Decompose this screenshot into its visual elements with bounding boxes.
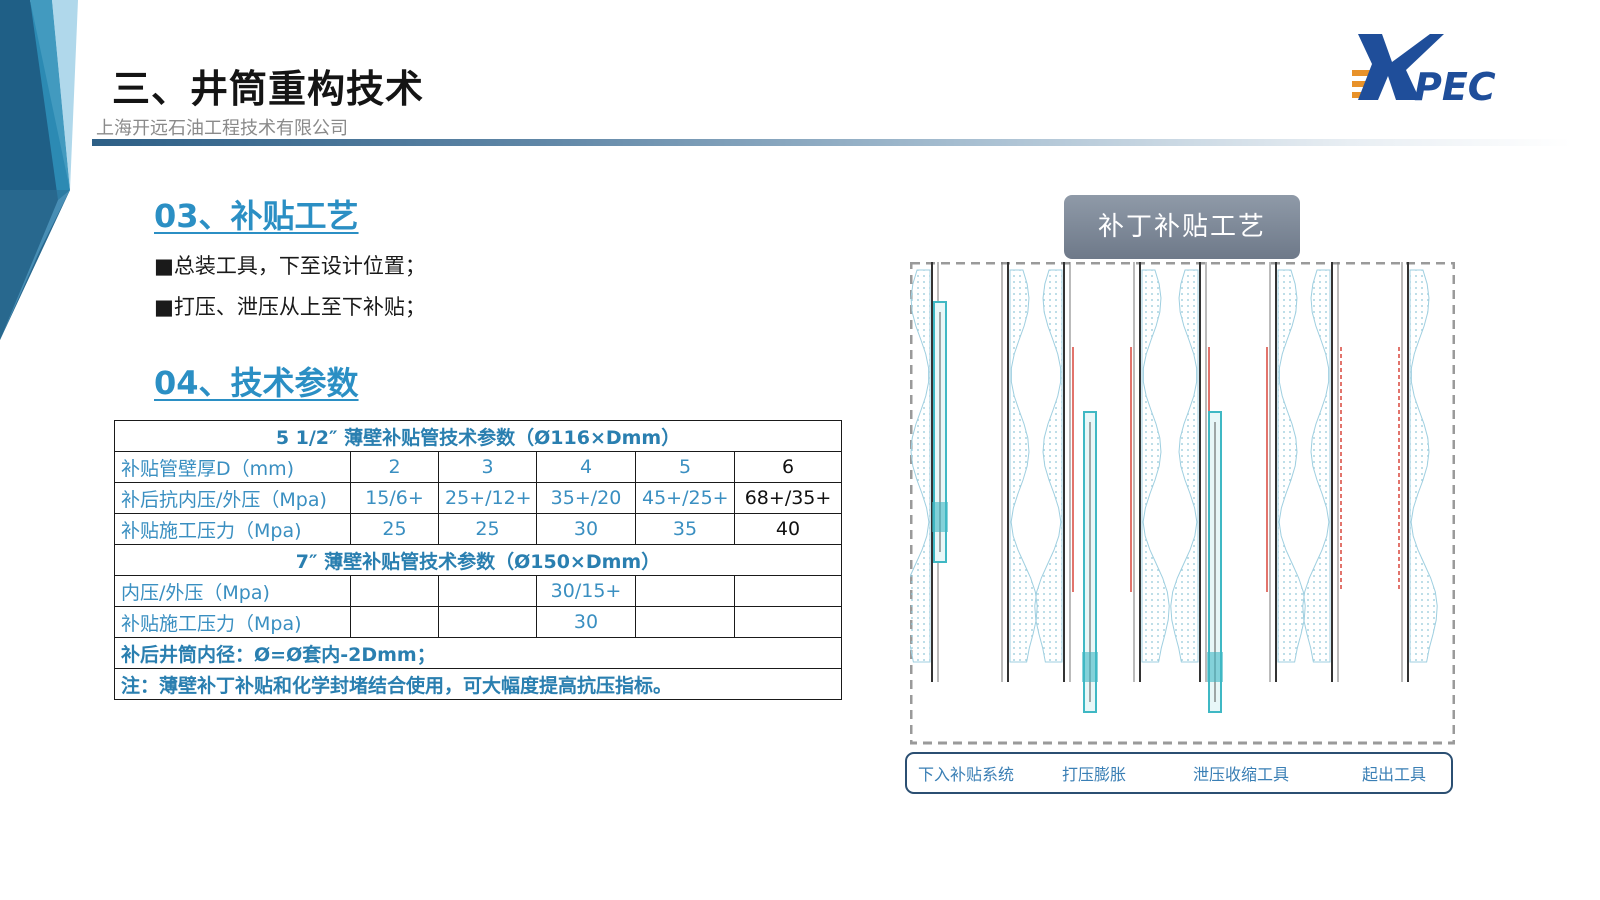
- table-cell: [350, 606, 439, 638]
- table-note-row: 注：薄壁补丁补贴和化学封堵结合使用，可大幅度提高抗压指标。: [113, 668, 843, 700]
- bullet-item: ■总装工具，下至设计位置；: [154, 254, 426, 278]
- tool-anchor: [1207, 652, 1223, 682]
- table-cell: 25: [350, 513, 439, 545]
- table-cell: [438, 575, 537, 607]
- section-04-heading: 04、技术参数: [154, 364, 359, 402]
- formation-left: [1034, 269, 1063, 663]
- table-note-row: 补后井筒内径：Ø=Ø套内-2Dmm；: [113, 637, 843, 669]
- table-note: 补后井筒内径：Ø=Ø套内-2Dmm；: [113, 637, 843, 669]
- table-title-row: 5 1/2″ 薄壁补贴管技术参数（Ø116×Dmm）: [113, 420, 843, 452]
- table-cell: [733, 575, 843, 607]
- table-cell: [635, 575, 735, 607]
- logo-text: PEC: [1414, 65, 1496, 109]
- left-decoration: [0, 0, 78, 340]
- table-cell: 3: [438, 451, 537, 483]
- table-title: 7″ 薄壁补贴管技术参数（Ø150×Dmm）: [113, 544, 843, 576]
- process-steps-box: [905, 752, 1453, 794]
- table-cell: 30/15+: [536, 575, 636, 607]
- table-cell: 15/6+: [350, 482, 439, 514]
- table-note: 注：薄壁补丁补贴和化学封堵结合使用，可大幅度提高抗压指标。: [113, 668, 843, 700]
- step-label: 泄压收缩工具: [1193, 765, 1290, 784]
- row-label: 补贴施工压力（Mpa): [114, 513, 351, 545]
- company-logo: PEC: [1352, 34, 1496, 109]
- table-cell: [438, 606, 537, 638]
- page-title: 三、井筒重构技术: [112, 67, 425, 111]
- patch-process-diagram: [910, 262, 1455, 745]
- table-row: 补贴管壁厚D（mm) 2 3 4 5 6: [114, 451, 843, 483]
- company-name: 上海开远石油工程技术有限公司: [96, 118, 348, 139]
- table-title-row: 7″ 薄壁补贴管技术参数（Ø150×Dmm）: [113, 544, 843, 576]
- row-label: 补贴施工压力（Mpa): [114, 606, 351, 638]
- formation-right: [1409, 269, 1438, 663]
- table-cell: 2: [350, 451, 439, 483]
- bullet-item: ■打压、泄压从上至下补贴；: [154, 295, 426, 319]
- table-cell: 25+/12+: [438, 482, 537, 514]
- formation-left: [910, 269, 931, 663]
- header-rule: [92, 139, 1572, 146]
- section-03-heading: 03、补贴工艺: [154, 197, 359, 235]
- tool-anchor: [1082, 652, 1098, 682]
- step-label: 下入补贴系统: [918, 765, 1015, 784]
- table-cell: 5: [635, 451, 735, 483]
- formation-right: [1141, 269, 1170, 663]
- process-title-button[interactable]: 补丁补贴工艺: [1064, 195, 1300, 259]
- table-cell: 68+/35+: [733, 482, 843, 514]
- table-cell: [635, 606, 735, 638]
- wellbore-panels: [910, 262, 1438, 713]
- table-cell: 35+/20: [536, 482, 636, 514]
- table-row: 补后抗内压/外压（Mpa) 15/6+ 25+/12+ 35+/20 45+/2…: [114, 482, 843, 514]
- table-row: 内压/外压（Mpa) 30/15+: [114, 575, 843, 607]
- formation-right: [1277, 269, 1306, 663]
- formation-left: [1302, 269, 1331, 663]
- formation-left: [1170, 269, 1199, 663]
- parameters-table: 5 1/2″ 薄壁补贴管技术参数（Ø116×Dmm） 补贴管壁厚D（mm) 2 …: [113, 420, 843, 700]
- table-title: 5 1/2″ 薄壁补贴管技术参数（Ø116×Dmm）: [113, 420, 843, 452]
- row-label: 补贴管壁厚D（mm): [114, 451, 351, 483]
- table-cell: 35: [635, 513, 735, 545]
- table-cell: 4: [536, 451, 636, 483]
- row-label: 内压/外压（Mpa): [114, 575, 351, 607]
- diagram-dashed-frame: [910, 262, 1455, 745]
- table-cell: 6: [733, 451, 843, 483]
- table-cell: 30: [536, 513, 636, 545]
- table-cell: [350, 575, 439, 607]
- tool-anchor: [932, 502, 948, 532]
- table-row: 补贴施工压力（Mpa) 25 25 30 35 40: [114, 513, 843, 545]
- table-row: 补贴施工压力（Mpa) 30: [114, 606, 843, 638]
- step-label: 起出工具: [1362, 765, 1427, 784]
- table-cell: 40: [733, 513, 843, 545]
- table-cell: 30: [536, 606, 636, 638]
- table-cell: 25: [438, 513, 537, 545]
- step-label: 打压膨胀: [1062, 765, 1127, 784]
- formation-right: [1009, 269, 1038, 663]
- table-cell: 45+/25+: [635, 482, 735, 514]
- row-label: 补后抗内压/外压（Mpa): [114, 482, 351, 514]
- table-cell: [733, 606, 843, 638]
